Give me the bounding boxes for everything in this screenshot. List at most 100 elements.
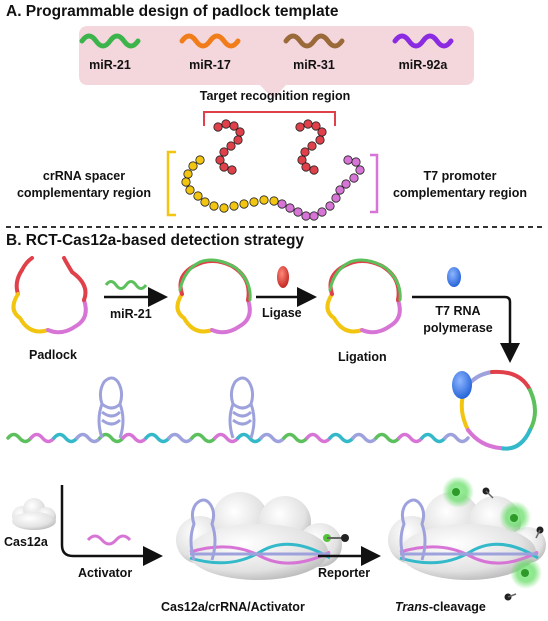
strand-segment [144, 432, 171, 444]
t7-line2: polymerase [423, 321, 493, 335]
section-a-title: A. Programmable design of padlock templa… [6, 3, 339, 20]
cleaved-reporters [442, 476, 544, 601]
ligase-label: Ligase [262, 306, 302, 320]
strand-segment [374, 432, 401, 444]
template-bead [233, 135, 243, 145]
template-bead [309, 165, 319, 175]
mir21-label: miR-21 [110, 307, 152, 321]
template-bead [219, 203, 229, 213]
trans-italic: Trans [395, 600, 429, 614]
arrow-4 [60, 485, 163, 566]
strand-segment [420, 432, 447, 444]
trans-rest: -cleavage [428, 600, 486, 614]
t7-label: T7 RNA polymerase [418, 303, 498, 337]
t7-promoter-label: T7 promoter complementary region [380, 168, 540, 202]
template-bead [239, 199, 249, 209]
template-bead [195, 155, 205, 165]
template-bead [249, 197, 259, 207]
t7-polymerase-small [447, 267, 461, 287]
template-bead [309, 211, 319, 221]
mir-92a-strand [392, 33, 454, 49]
trans-cleavage-label: Trans-cleavage [395, 600, 486, 614]
mirna-strands [79, 33, 454, 49]
template-bead [185, 185, 195, 195]
crrna-spacer-line1: crRNA spacer [42, 169, 126, 183]
cas12a-protein [12, 498, 56, 530]
strand-segment [259, 432, 286, 444]
template-bead [293, 207, 303, 217]
mir-17-strand [179, 33, 241, 49]
template-bead [229, 201, 239, 211]
strand-segment [213, 432, 240, 444]
template-bead [219, 147, 229, 157]
mir-31-strand [283, 33, 345, 49]
template-bead [335, 185, 345, 195]
strand-segment [190, 432, 217, 444]
template-bead [193, 191, 203, 201]
strand-segment [98, 432, 125, 444]
strand-segment [397, 432, 424, 444]
mirna-label-1: miR-21 [89, 58, 131, 72]
mirna-label-3: miR-31 [293, 58, 335, 72]
template-bead [297, 155, 307, 165]
activator-label: Activator [78, 566, 133, 580]
reporter-quencher [341, 534, 349, 542]
template-bead [277, 199, 287, 209]
activator-strand [86, 534, 132, 546]
template-bead [269, 196, 279, 206]
template-bead [349, 173, 359, 183]
template-bead [343, 155, 353, 165]
hybridized-padlock [175, 258, 252, 335]
ligated-padlock [325, 258, 402, 335]
template-bead [219, 162, 229, 172]
template-bead [200, 197, 210, 207]
template-bead [307, 141, 317, 151]
t7-promoter-line1: T7 promoter [423, 169, 497, 183]
template-bead [315, 135, 325, 145]
padlock-label: Padlock [29, 348, 77, 362]
template-bead [285, 203, 295, 213]
strand-segment [121, 432, 148, 444]
strand-segment [167, 432, 194, 444]
strand-segment [75, 432, 102, 444]
template-bead [355, 165, 365, 175]
rna-product-strand [6, 432, 470, 444]
padlock-circle [11, 256, 88, 335]
strand-segment [351, 432, 378, 444]
template-bead [209, 201, 219, 211]
template-bead [181, 177, 191, 187]
strand-segment [328, 432, 355, 444]
reporter-label: Reporter [318, 566, 371, 580]
template-bead [317, 207, 327, 217]
crrna-hairpin [97, 376, 125, 439]
mirna-label-4: miR-92a [398, 58, 448, 72]
cas12a-label: Cas12a [4, 535, 48, 549]
template-bead [226, 141, 236, 151]
cas12a-complex-cleavage [388, 492, 546, 580]
crrna-spacer-label: crRNA spacer complementary region [4, 168, 164, 202]
mirna-label-2: miR-17 [189, 58, 231, 72]
crrna-spacer-line2: complementary region [16, 186, 152, 200]
mir-21-strand [79, 33, 141, 49]
strand-segment [443, 432, 470, 444]
t7-polymerase-large [452, 371, 472, 399]
template-bead [325, 201, 335, 211]
crrna-hairpin [228, 376, 256, 439]
strand-segment [6, 432, 33, 444]
strand-segment [52, 432, 79, 444]
padlock-template-beads [166, 111, 379, 221]
template-bead [229, 121, 239, 131]
target-recognition-label: Target recognition region [199, 89, 351, 103]
template-bead [300, 147, 310, 157]
template-bead [311, 121, 321, 131]
rolling-circle-template [459, 369, 537, 451]
template-bead [227, 165, 237, 175]
t7-promoter-line2: complementary region [392, 186, 528, 200]
ligation-label: Ligation [338, 350, 387, 364]
template-bead [301, 162, 311, 172]
template-bead [188, 161, 198, 171]
mirna-panel-shape [79, 26, 474, 99]
arrow-3 [412, 295, 520, 363]
